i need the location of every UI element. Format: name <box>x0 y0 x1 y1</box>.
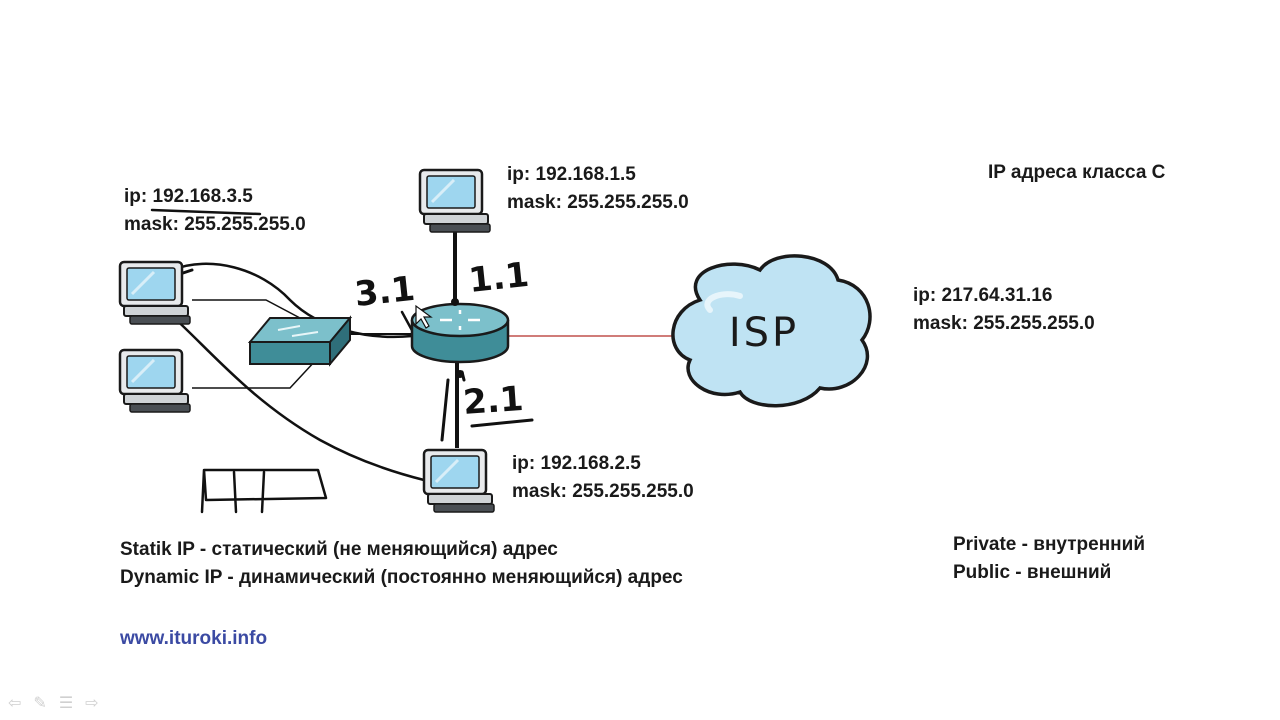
subnet-mask: 255.255.255.0 <box>973 313 1095 334</box>
isp-cloud: ISP <box>671 254 872 408</box>
page-title: IP адреса класса C <box>988 162 1166 183</box>
ip-address: 192.168.2.5 <box>540 453 641 474</box>
definition-meaning: статический (не меняющийся) адрес <box>211 539 558 560</box>
path-pc-to-router <box>170 262 414 339</box>
path-pc-to-pc <box>168 312 426 482</box>
computer-icon <box>118 348 192 414</box>
port-label-bottom: 2.1 <box>462 379 525 423</box>
ip-address: 192.168.1.5 <box>535 164 636 185</box>
ip-label: ip: <box>512 453 536 474</box>
pen-icon[interactable]: ✎ <box>33 693 47 712</box>
mask-label: mask: <box>507 192 562 213</box>
computer-icon <box>418 168 492 234</box>
definition-meaning: внутренний <box>1033 534 1146 555</box>
subnet-mask: 255.255.255.0 <box>572 481 694 502</box>
switch-icon <box>247 315 353 367</box>
port-label-top: 1.1 <box>467 255 531 301</box>
computer-icon <box>422 448 496 514</box>
isp-label: ISP <box>729 310 799 356</box>
hand-sketch-table <box>200 468 328 514</box>
definition-meaning: динамический (постоянно меняющийся) адре… <box>238 567 683 588</box>
port-label-left: 3.1 <box>353 269 417 315</box>
next-arrow-icon[interactable]: ⇨ <box>85 693 99 712</box>
definition-term: Public <box>953 562 1011 583</box>
subnet-mask: 255.255.255.0 <box>567 192 689 213</box>
ip-label: ip: <box>124 186 148 207</box>
website-link[interactable]: www.ituroki.info <box>120 628 268 649</box>
arrow-stroke <box>440 378 450 442</box>
computer-icon <box>118 260 192 326</box>
cursor-icon <box>415 304 433 329</box>
mask-label: mask: <box>124 214 179 235</box>
subnet-mask: 255.255.255.0 <box>184 214 306 235</box>
underline-port-2-1 <box>470 418 534 428</box>
definition-term: Statik IP <box>120 539 195 560</box>
ip-address: 192.168.3.5 <box>152 186 253 207</box>
router-icon <box>410 298 510 378</box>
definition-term: Private <box>953 534 1017 555</box>
link-switch-pc-left1 <box>192 299 301 319</box>
link-switch-pc-left2 <box>192 359 317 389</box>
ip-address: 217.64.31.16 <box>941 285 1053 306</box>
ip-label: ip: <box>507 164 531 185</box>
slide-controls: ⇦ ✎ ☰ ⇨ <box>8 693 99 712</box>
underline-ip <box>150 208 262 216</box>
ip-label: ip: <box>913 285 937 306</box>
mask-label: mask: <box>913 313 968 334</box>
definition-term: Dynamic IP <box>120 567 223 588</box>
definition-meaning: внешний <box>1026 562 1112 583</box>
menu-icon[interactable]: ☰ <box>58 693 74 712</box>
previous-arrow-icon[interactable]: ⇦ <box>8 693 22 712</box>
mask-label: mask: <box>512 481 567 502</box>
